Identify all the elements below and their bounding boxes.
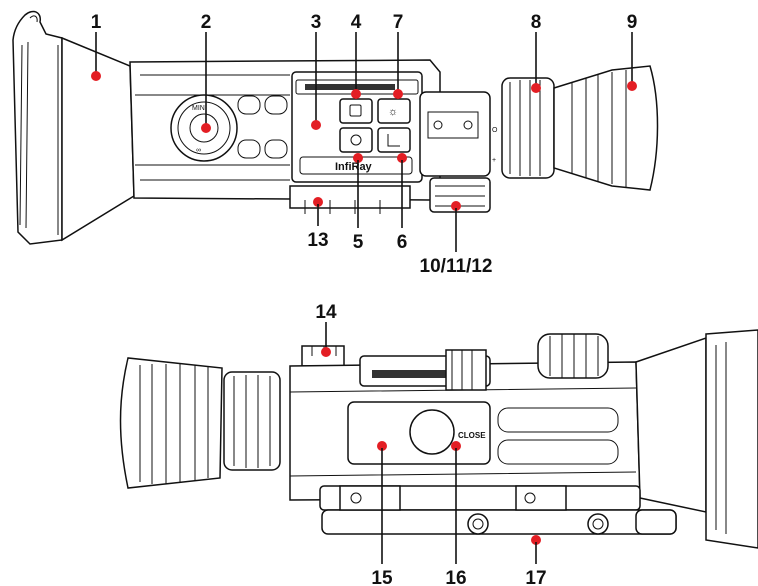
marker-14 xyxy=(321,347,331,357)
top-turret[interactable] xyxy=(445,349,487,391)
svg-text:+: + xyxy=(492,157,496,164)
callout-17: 17 xyxy=(525,568,546,586)
marker-2 xyxy=(201,123,211,133)
callout-3: 3 xyxy=(311,12,322,33)
callout-9: 9 xyxy=(627,12,638,33)
marker-1 xyxy=(91,71,101,81)
callout-13: 13 xyxy=(307,230,328,251)
callout-16: 16 xyxy=(445,568,466,586)
callout-5: 5 xyxy=(353,232,364,253)
marker-3 xyxy=(311,120,321,130)
marker-5 xyxy=(353,153,363,163)
close-label: CLOSE xyxy=(458,431,486,440)
callouts: 1 2 3 4 7 8 9 13 5 6 xyxy=(91,12,638,586)
svg-text:MIN: MIN xyxy=(192,105,205,112)
callout-15: 15 xyxy=(371,568,393,586)
brand-text: InfiRay xyxy=(335,161,373,173)
marker-16 xyxy=(451,441,461,451)
callout-1: 1 xyxy=(91,12,102,33)
callout-6: 6 xyxy=(397,232,408,253)
svg-text:O: O xyxy=(492,127,498,134)
button-4[interactable] xyxy=(339,98,373,124)
marker-4 xyxy=(351,89,361,99)
button-6[interactable] xyxy=(377,127,411,153)
objective-lens-housing xyxy=(61,36,135,242)
marker-13 xyxy=(313,197,323,207)
picatinny-rail-top xyxy=(289,185,411,209)
marker-17 xyxy=(531,535,541,545)
callout-7: 7 xyxy=(393,12,404,33)
objective-side xyxy=(635,336,707,513)
marker-8 xyxy=(531,83,541,93)
marker-9 xyxy=(627,81,637,91)
button-7[interactable] xyxy=(377,98,411,124)
callout-10-11-12: 10/11/12 xyxy=(420,256,493,277)
eyecup xyxy=(553,65,659,191)
callout-4: 4 xyxy=(351,12,362,33)
svg-text:∞: ∞ xyxy=(196,147,201,154)
callout-8: 8 xyxy=(531,12,542,33)
callout-2: 2 xyxy=(201,12,212,33)
marker-6 xyxy=(397,153,407,163)
marker-10-11-12 xyxy=(451,201,461,211)
marker-7 xyxy=(393,89,403,99)
marker-15 xyxy=(377,441,387,451)
scope-top-view: MIN ∞ ☼ InfiRay O + xyxy=(12,10,659,245)
svg-text:☼: ☼ xyxy=(388,106,398,118)
scope-side-view: CLOSE xyxy=(119,329,758,549)
lens-cap-side xyxy=(705,329,758,549)
callout-14: 14 xyxy=(315,302,337,323)
eyecup-side xyxy=(119,357,223,489)
battery-cap[interactable] xyxy=(409,409,455,455)
button-5[interactable] xyxy=(339,127,373,153)
